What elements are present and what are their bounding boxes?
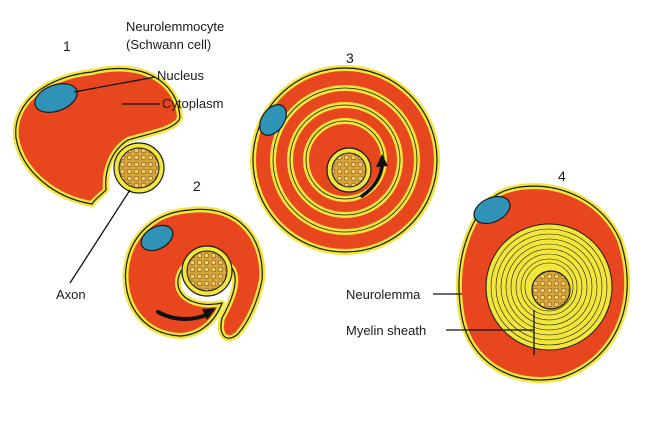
stage-2-cell	[122, 206, 266, 342]
axon-leader	[69, 189, 131, 284]
stage-1-cell	[12, 65, 183, 207]
title-line-1: Neurolemmocyte	[126, 19, 224, 34]
stage-2-number: 2	[193, 178, 201, 194]
stage-4-number: 4	[558, 168, 566, 184]
stage-2-rotation-arrow	[156, 310, 210, 321]
neurolemma-label: Neurolemma	[346, 287, 421, 302]
title-line-2: (Schwann cell)	[126, 37, 211, 52]
axon-label: Axon	[56, 287, 86, 302]
stage-3-rotation-arrow	[360, 162, 384, 198]
stage-4-nucleus	[473, 195, 511, 225]
stage-1-number: 1	[63, 38, 71, 54]
stage-3-nucleus	[259, 104, 287, 136]
stage-3-number: 3	[346, 50, 354, 66]
myelin-sheath-label: Myelin sheath	[346, 323, 426, 338]
stage-4-cell	[455, 183, 631, 383]
stage-1-nucleus	[34, 83, 78, 113]
cytoplasm-label: Cytoplasm	[162, 96, 223, 111]
nucleus-leader	[73, 76, 156, 93]
nucleus-label: Nucleus	[157, 68, 204, 83]
stage-3-cell	[250, 65, 440, 255]
stage-4-axon	[531, 270, 571, 310]
stage-2-nucleus	[140, 224, 174, 252]
